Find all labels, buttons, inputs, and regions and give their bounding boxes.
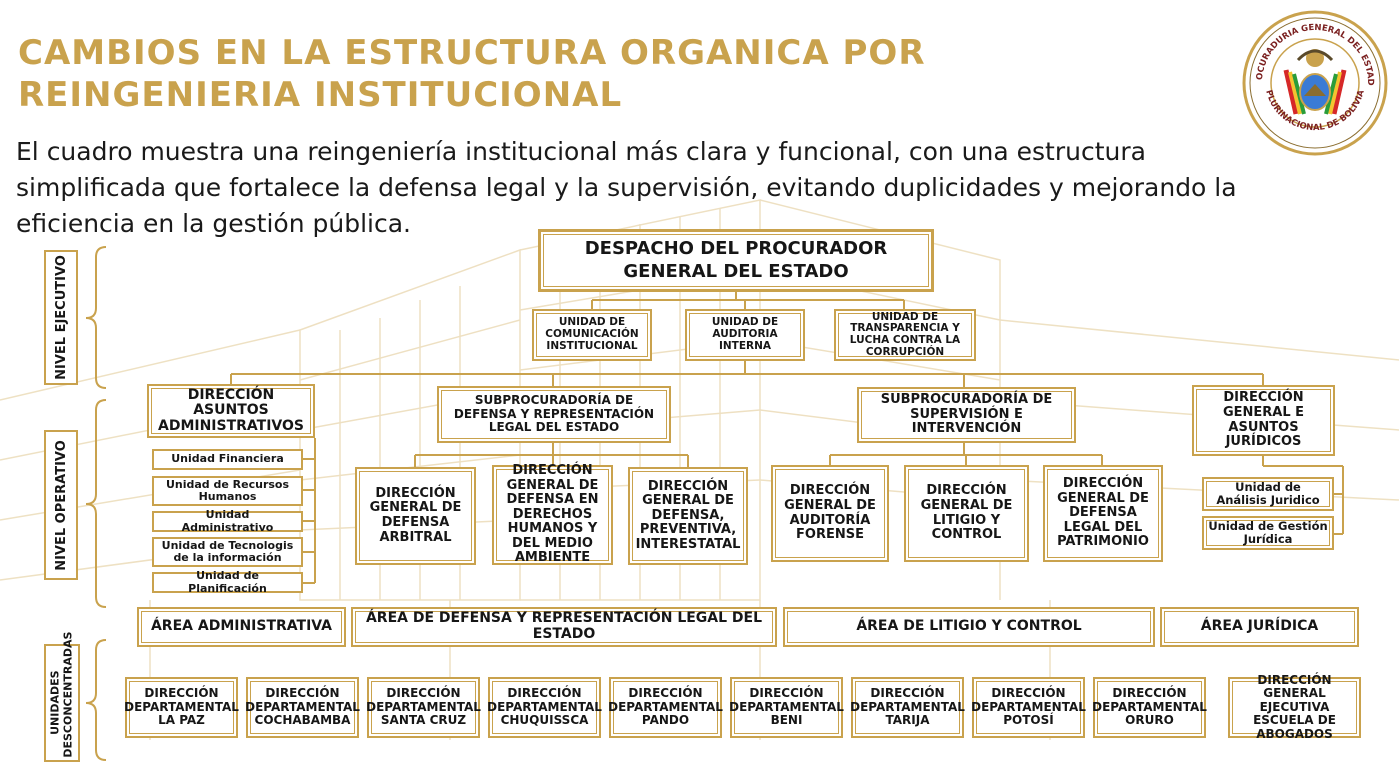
direccion-departamental-cochabamba: DIRECCIÓN DEPARTAMENTAL COCHABAMBA <box>245 677 360 738</box>
intro-paragraph: El cuadro muestra una reingeniería insti… <box>16 137 1237 238</box>
direccion-defensa-arbitral: DIRECCIÓN GENERAL DE DEFENSA ARBITRAL <box>355 467 476 565</box>
direccion-departamental-oruro-text: DIRECCIÓN DEPARTAMENTAL ORURO <box>1092 686 1207 728</box>
admin-unit-recursos-humanos: Unidad de Recursos Humanos <box>152 476 303 506</box>
direccion-defensa-preventiva: DIRECCIÓN GENERAL DE DEFENSA, PREVENTIVA… <box>628 467 748 565</box>
level-desconcentradas-text: UNIDADES DESCONCENTRADAS <box>48 631 74 758</box>
level-desconcentradas-label: UNIDADES DESCONCENTRADAS <box>44 631 80 762</box>
juridica-unit-analisis: Unidad de Análisis Juridico <box>1202 477 1334 511</box>
direccion-departamental-santa-cruz-text: DIRECCIÓN DEPARTAMENTAL SANTA CRUZ <box>366 686 481 728</box>
direccion-departamental-pando-text: DIRECCIÓN DEPARTAMENTAL PANDO <box>608 686 723 728</box>
juridica-unit-gestion-text: Unidad de Gestión Jurídica <box>1208 519 1328 546</box>
direccion-asuntos-juridicos: DIRECCIÓN GENERAL E ASUNTOS JURÍDICOS <box>1192 385 1335 456</box>
direccion-derechos-humanos: DIRECCIÓN GENERAL DE DEFENSA EN DERECHOS… <box>492 463 613 566</box>
admin-unit-financiera: Unidad Financiera <box>152 449 303 470</box>
direccion-departamental-potosi: DIRECCIÓN DEPARTAMENTAL POTOSÍ <box>971 677 1086 738</box>
level-ejecutivo-label: NIVEL EJECUTIVO <box>44 250 78 385</box>
page-title-line-1: CAMBIOS EN LA ESTRUCTURA ORGANICA POR <box>18 33 926 73</box>
direccion-defensa-patrimonio: DIRECCIÓN GENERAL DE DEFENSA LEGAL DEL P… <box>1043 465 1163 562</box>
direccion-departamental-la-paz-text: DIRECCIÓN DEPARTAMENTAL LA PAZ <box>124 686 239 728</box>
direccion-defensa-arbitral-text: DIRECCIÓN GENERAL DE DEFENSA ARBITRAL <box>369 485 462 545</box>
direccion-escuela-abogados: DIRECCIÓN GENERAL EJECUTIVA ESCUELA DE A… <box>1228 672 1361 741</box>
staff-unit-comunicacion: UNIDAD DE COMUNICACIÓN INSTITUCIONAL <box>532 309 652 361</box>
direccion-litigio-control: DIRECCIÓN GENERAL DE LITIGIO Y CONTROL <box>904 465 1029 562</box>
subprocuraduria-defensa: SUBPROCURADORÍA DE DEFENSA Y REPRESENTAC… <box>437 386 671 443</box>
subprocuraduria-supervision: SUBPROCURADORÍA DE SUPERVISIÓN E INTERVE… <box>857 387 1076 443</box>
direccion-departamental-tarija: DIRECCIÓN DEPARTAMENTAL TARIJA <box>850 677 965 738</box>
direccion-defensa-preventiva-text: DIRECCIÓN GENERAL DE DEFENSA, PREVENTIVA… <box>635 478 741 552</box>
direccion-defensa-patrimonio-text: DIRECCIÓN GENERAL DE DEFENSA LEGAL DEL P… <box>1057 476 1149 550</box>
admin-unit-recursos-humanos-text: Unidad de Recursos Humanos <box>165 477 290 503</box>
area-juridica: ÁREA JURÍDICA <box>1160 607 1359 647</box>
area-juridica-text: ÁREA JURÍDICA <box>1200 618 1319 635</box>
direccion-litigio-control-text: DIRECCIÓN GENERAL DE LITIGIO Y CONTROL <box>920 483 1013 543</box>
admin-unit-administrativo: Unidad Administrativo <box>152 508 303 534</box>
admin-unit-planificacion-text: Unidad de Planificación <box>188 569 267 595</box>
direccion-departamental-santa-cruz: DIRECCIÓN DEPARTAMENTAL SANTA CRUZ <box>366 677 481 738</box>
area-administrativa: ÁREA ADMINISTRATIVA <box>137 607 346 647</box>
direccion-asuntos-administrativos: DIRECCIÓN ASUNTOS ADMINISTRATIVOS <box>147 384 315 438</box>
level-ejecutivo-text: NIVEL EJECUTIVO <box>53 255 69 380</box>
direccion-departamental-tarija-text: DIRECCIÓN DEPARTAMENTAL TARIJA <box>850 686 965 728</box>
institution-seal-logo: PROCURADURIA GENERAL DEL ESTADO PLURINAC… <box>1242 10 1388 156</box>
direccion-auditoria-forense: DIRECCIÓN GENERAL DE AUDITORÍA FORENSE <box>771 465 889 562</box>
direccion-departamental-chuquisaca-text: DIRECCIÓN DEPARTAMENTAL CHUQUISSCA <box>487 686 602 728</box>
staff-unit-auditoria: UNIDAD DE AUDITORIA INTERNA <box>685 309 805 361</box>
admin-unit-administrativo-text: Unidad Administrativo <box>181 508 274 534</box>
subprocuraduria-supervision-text: SUBPROCURADORÍA DE SUPERVISIÓN E INTERVE… <box>880 392 1053 437</box>
level-operativo-label: NIVEL OPERATIVO <box>44 430 78 580</box>
area-litigio-control: ÁREA DE LITIGIO Y CONTROL <box>783 607 1155 647</box>
despacho-procurador-box: DESPACHO DEL PROCURADOR GENERAL DEL ESTA… <box>538 229 934 292</box>
direccion-departamental-pando: DIRECCIÓN DEPARTAMENTAL PANDO <box>608 677 723 738</box>
coat-of-arms-icon <box>1283 49 1347 115</box>
direccion-departamental-beni-text: DIRECCIÓN DEPARTAMENTAL BENI <box>729 686 844 728</box>
level-operativo-text: NIVEL OPERATIVO <box>53 439 69 571</box>
admin-unit-financiera-text: Unidad Financiera <box>171 452 284 466</box>
direccion-departamental-beni: DIRECCIÓN DEPARTAMENTAL BENI <box>729 677 844 738</box>
direccion-departamental-la-paz: DIRECCIÓN DEPARTAMENTAL LA PAZ <box>124 677 239 738</box>
subprocuraduria-defensa-text: SUBPROCURADORÍA DE DEFENSA Y REPRESENTAC… <box>453 393 655 435</box>
admin-unit-tecnologias: Unidad de Tecnologis de la información <box>152 537 303 567</box>
direccion-departamental-potosi-text: DIRECCIÓN DEPARTAMENTAL POTOSÍ <box>971 686 1086 728</box>
area-administrativa-text: ÁREA ADMINISTRATIVA <box>150 618 333 635</box>
staff-unit-transparencia-text: UNIDAD DE TRANSPARENCIA Y LUCHA CONTRA L… <box>849 310 961 358</box>
area-defensa-representacion-text: ÁREA DE DEFENSA Y REPRESENTACIÓN LEGAL D… <box>365 610 763 642</box>
area-defensa-representacion: ÁREA DE DEFENSA Y REPRESENTACIÓN LEGAL D… <box>351 607 777 647</box>
page-title: CAMBIOS EN LA ESTRUCTURA ORGANICA POR RE… <box>18 32 926 116</box>
direccion-auditoria-forense-text: DIRECCIÓN GENERAL DE AUDITORÍA FORENSE <box>784 483 876 543</box>
staff-unit-auditoria-text: UNIDAD DE AUDITORIA INTERNA <box>711 316 779 352</box>
admin-unit-planificacion: Unidad de Planificación <box>152 569 303 595</box>
staff-unit-transparencia: UNIDAD DE TRANSPARENCIA Y LUCHA CONTRA L… <box>834 309 976 361</box>
direccion-departamental-oruro: DIRECCIÓN DEPARTAMENTAL ORURO <box>1092 677 1207 738</box>
direccion-asuntos-juridicos-text: DIRECCIÓN GENERAL E ASUNTOS JURÍDICOS <box>1222 390 1305 450</box>
despacho-procurador-text: DESPACHO DEL PROCURADOR GENERAL DEL ESTA… <box>584 238 888 282</box>
admin-unit-tecnologias-text: Unidad de Tecnologis de la información <box>161 538 294 564</box>
page-title-line-2: REINGENIERIA INSTITUCIONAL <box>18 75 623 115</box>
direccion-asuntos-administrativos-text: DIRECCIÓN ASUNTOS ADMINISTRATIVOS <box>157 386 304 434</box>
staff-unit-comunicacion-text: UNIDAD DE COMUNICACIÓN INSTITUCIONAL <box>545 316 639 352</box>
direccion-derechos-humanos-text: DIRECCIÓN GENERAL DE DEFENSA EN DERECHOS… <box>506 463 599 566</box>
area-litigio-control-text: ÁREA DE LITIGIO Y CONTROL <box>856 618 1082 635</box>
juridica-unit-gestion: Unidad de Gestión Jurídica <box>1202 516 1334 550</box>
direccion-departamental-cochabamba-text: DIRECCIÓN DEPARTAMENTAL COCHABAMBA <box>245 686 360 728</box>
juridica-unit-analisis-text: Unidad de Análisis Juridico <box>1216 480 1320 507</box>
direccion-escuela-abogados-text: DIRECCIÓN GENERAL EJECUTIVA ESCUELA DE A… <box>1253 672 1336 741</box>
direccion-departamental-chuquisaca: DIRECCIÓN DEPARTAMENTAL CHUQUISSCA <box>487 677 602 738</box>
